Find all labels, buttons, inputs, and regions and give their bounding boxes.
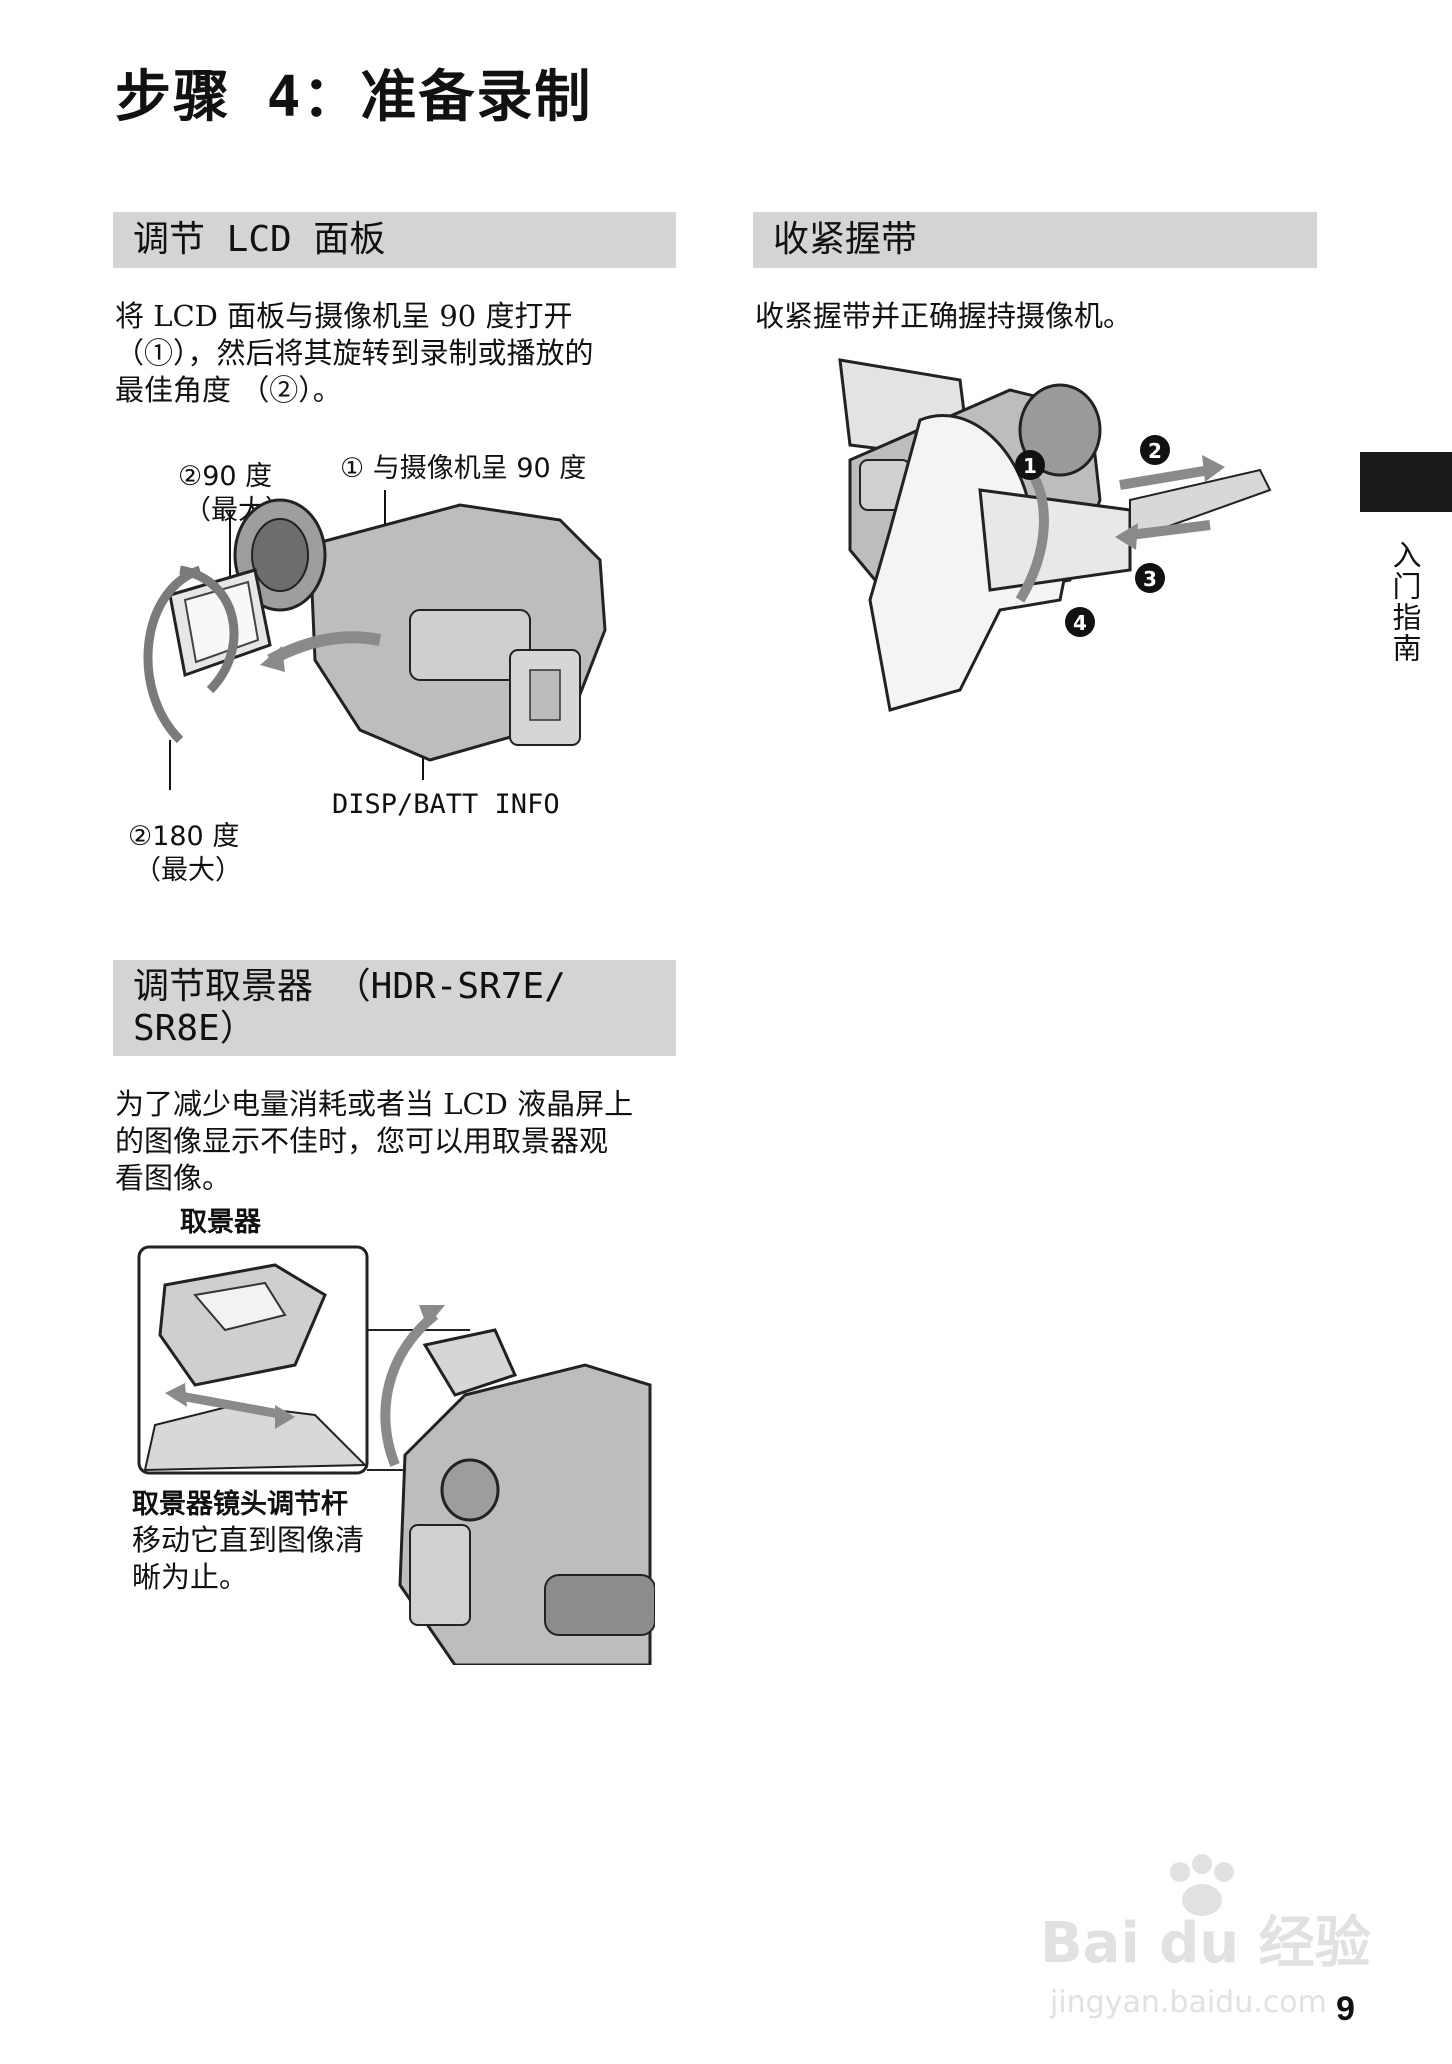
step-marker: 1 [1023,454,1037,478]
lcd-body-line: （①），然后将其旋转到录制或播放的 [115,336,594,370]
viewfinder-body-line: 看图像。 [115,1161,232,1195]
grip-section-body: 收紧握带并正确握持摄像机。 [755,299,1133,333]
label-open-90: ① 与摄像机呈 90 度 [340,453,587,484]
label-lever-desc: 晰为止。 [132,1560,249,1594]
side-tab-label: 入门指南 [1388,540,1422,664]
lcd-body-line: 最佳角度 （②）。 [115,373,342,407]
lcd-section-heading: 调节 LCD 面板 [113,212,676,268]
viewfinder-heading-line: 调节取景器 （HDR-SR7E/ [133,966,566,1007]
lcd-section-body: 将 LCD 面板与摄像机呈 90 度打开 （①），然后将其旋转到录制或播放的 最… [115,298,675,409]
label-lever-desc: 移动它直到图像清 [132,1523,365,1557]
lcd-body-line: 将 LCD 面板与摄像机呈 90 度打开 [115,299,573,333]
step-marker: 3 [1143,567,1157,591]
step-marker: 2 [1148,439,1162,463]
watermark-url: jingyan.baidu.com [1049,1985,1327,2020]
label-viewfinder: 取景器 [180,1207,261,1238]
grip-belt-illustration: 1 2 3 4 [838,358,1272,712]
viewfinder-section-body: 为了减少电量消耗或者当 LCD 液晶屏上 的图像显示不佳时，您可以用取景器观 看… [115,1086,675,1197]
viewfinder-illustration [137,1245,655,1665]
side-tab-marker [1360,452,1452,512]
viewfinder-body-line: 为了减少电量消耗或者当 LCD 液晶屏上 [115,1087,634,1121]
label-disp-batt-info: DISP/BATT INFO [332,789,560,820]
viewfinder-body-line: 的图像显示不佳时，您可以用取景器观 [115,1124,609,1158]
viewfinder-section-heading: 调节取景器 （HDR-SR7E/ SR8E） [113,960,676,1056]
label-180-degree: ②180 度 [128,821,240,852]
baidu-jingyan-watermark: Bai du 经验 jingyan.baidu.com [1040,1854,1370,2020]
viewfinder-heading-line: SR8E） [133,1008,256,1049]
step-marker: 4 [1073,611,1087,635]
camcorder-lcd-illustration [143,490,607,790]
page-title: 步骤 4：准备录制 [115,65,593,130]
label-lever-title: 取景器镜头调节杆 [132,1489,348,1520]
grip-section-heading: 收紧握带 [753,212,1317,268]
page-number: 9 [1336,1990,1355,2028]
label-180-max: （最大） [134,855,242,886]
watermark-brand: Bai du 经验 [1040,1911,1370,1976]
label-90-degree: ②90 度 [178,461,273,492]
